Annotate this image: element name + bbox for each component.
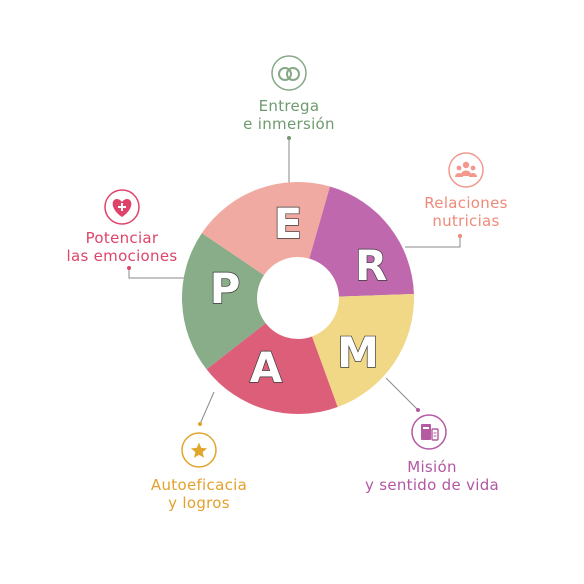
letter-a: A bbox=[250, 343, 283, 392]
connector-dot-autoeficacia bbox=[198, 422, 202, 426]
label-entrega-line1: Entrega bbox=[258, 97, 320, 115]
label-autoeficacia-line2: y logros bbox=[168, 494, 230, 512]
label-relaciones: Relaciones nutricias bbox=[396, 194, 536, 230]
people-icon bbox=[448, 152, 484, 188]
connector-relaciones bbox=[405, 236, 461, 248]
letter-m: M bbox=[337, 328, 379, 377]
label-relaciones-line2: nutricias bbox=[432, 212, 500, 230]
connector-lines bbox=[127, 136, 462, 426]
rings-icon bbox=[271, 55, 307, 91]
connector-dot-mision bbox=[416, 408, 420, 412]
label-mision-line2: y sentido de vida bbox=[364, 476, 500, 494]
segment-potenciar bbox=[206, 323, 338, 414]
connector-dot-relaciones bbox=[458, 234, 462, 238]
label-relaciones-line1: Relaciones bbox=[424, 194, 508, 212]
label-mision: Misión y sentido de vida bbox=[348, 458, 516, 494]
segment-relaciones bbox=[201, 181, 330, 276]
connector-dot-potenciar bbox=[127, 266, 131, 270]
label-autoeficacia: Autoeficacia y logros bbox=[134, 476, 264, 512]
donut-segments bbox=[181, 181, 415, 414]
connector-mision bbox=[385, 377, 419, 411]
letter-p: P bbox=[210, 264, 241, 313]
label-potenciar-line2: las emociones bbox=[66, 247, 178, 265]
label-entrega-line2: e inmersión bbox=[243, 115, 335, 133]
label-mision-line1: Misión bbox=[407, 458, 457, 476]
connector-autoeficacia bbox=[199, 391, 215, 425]
label-entrega: Entrega e inmersión bbox=[224, 97, 354, 133]
book-icon bbox=[411, 414, 447, 450]
segment-autoeficacia bbox=[312, 293, 415, 407]
star-icon bbox=[181, 432, 217, 468]
label-autoeficacia-line1: Autoeficacia bbox=[150, 476, 248, 494]
heart-plus-icon bbox=[104, 189, 140, 225]
segment-mision bbox=[309, 186, 414, 297]
connector-dot-entrega bbox=[287, 136, 291, 140]
segment-entrega bbox=[181, 233, 266, 370]
letter-r: R bbox=[355, 241, 387, 290]
connector-potenciar bbox=[128, 268, 195, 279]
label-potenciar-line1: Potenciar bbox=[85, 229, 159, 247]
label-potenciar: Potenciar las emociones bbox=[52, 229, 192, 265]
letter-e: E bbox=[274, 199, 303, 248]
